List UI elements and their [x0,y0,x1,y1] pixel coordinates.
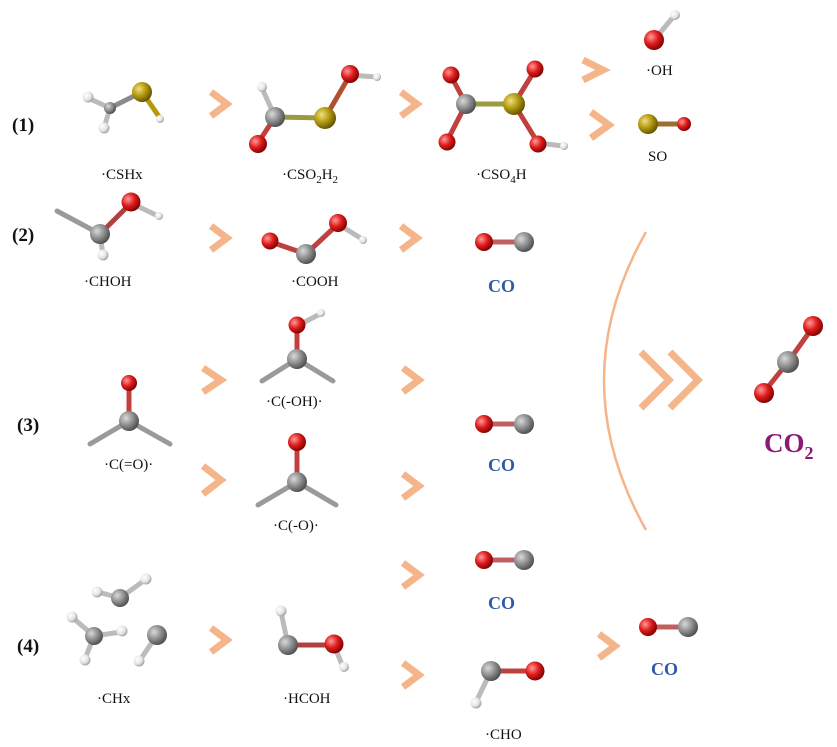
arrow-4d [596,631,621,661]
label-cho: ·CHO [485,727,522,743]
arrow-1c [581,56,611,84]
double-arrow-1 [638,349,674,411]
pathway-3-label: (3) [17,415,39,436]
molecule-co2 [754,316,823,403]
label-c-eq-o: ·C(=O)· [104,457,153,473]
label-c-oh: ·C(-OH)· [266,394,323,410]
arrow-2b [398,223,423,253]
arrow-1b [398,89,423,119]
molecule-cshx [82,82,164,134]
label-choh: ·CHOH [84,274,132,290]
pathway-1-label: (1) [12,115,34,136]
arrow-4c [400,660,425,690]
molecule-cso4h [438,60,568,153]
arrow-4b [208,625,233,655]
arrow-4a [400,560,425,590]
label-co-2: CO [488,276,515,296]
molecule-so [638,114,691,134]
arrow-3d [400,471,425,501]
molecule-c-oh [259,309,336,384]
molecule-hcoh [275,605,349,672]
double-arrow-2 [667,349,703,411]
molecule-oh [644,10,680,50]
arrow-1a [208,89,233,119]
label-co-3b: CO [488,593,515,613]
label-cshx: ·CSHx [101,167,143,183]
reaction-arrows [200,56,703,690]
label-cso2h2: ·CSO2H2 [282,167,338,186]
pathway-4-label: (4) [17,636,39,657]
molecule-co-3a [475,414,534,434]
molecule-co-2 [475,232,534,252]
molecule-co-3b [475,550,534,570]
label-oh: ·OH [646,63,673,79]
molecule-choh [54,192,163,261]
label-co2: CO2 [764,428,814,463]
molecule-chx [66,573,167,667]
label-cooh: ·COOH [291,274,339,290]
arrow-2a [208,223,233,253]
molecule-cooh [261,214,367,264]
label-co-3a: CO [488,455,515,475]
label-so: SO [648,149,667,165]
molecule-c-o [255,433,339,508]
label-hcoh: ·HCOH [283,691,331,707]
label-c-o: ·C(-O)· [273,518,319,534]
arrow-1d [588,109,615,141]
label-chx: ·CHx [97,691,131,707]
arrow-3a [201,365,228,395]
molecule-cho [470,661,545,709]
bracket-arc [602,231,648,531]
molecule-cso2h2 [249,65,381,153]
molecule-c-eq-o [87,375,173,447]
arrow-3c [400,365,425,395]
arrow-3b [200,463,227,497]
pathway-2-label: (2) [12,225,34,246]
label-cso4h: ·CSO4H [476,167,527,186]
molecule-co-4 [639,617,698,637]
label-co-4: CO [651,659,678,679]
